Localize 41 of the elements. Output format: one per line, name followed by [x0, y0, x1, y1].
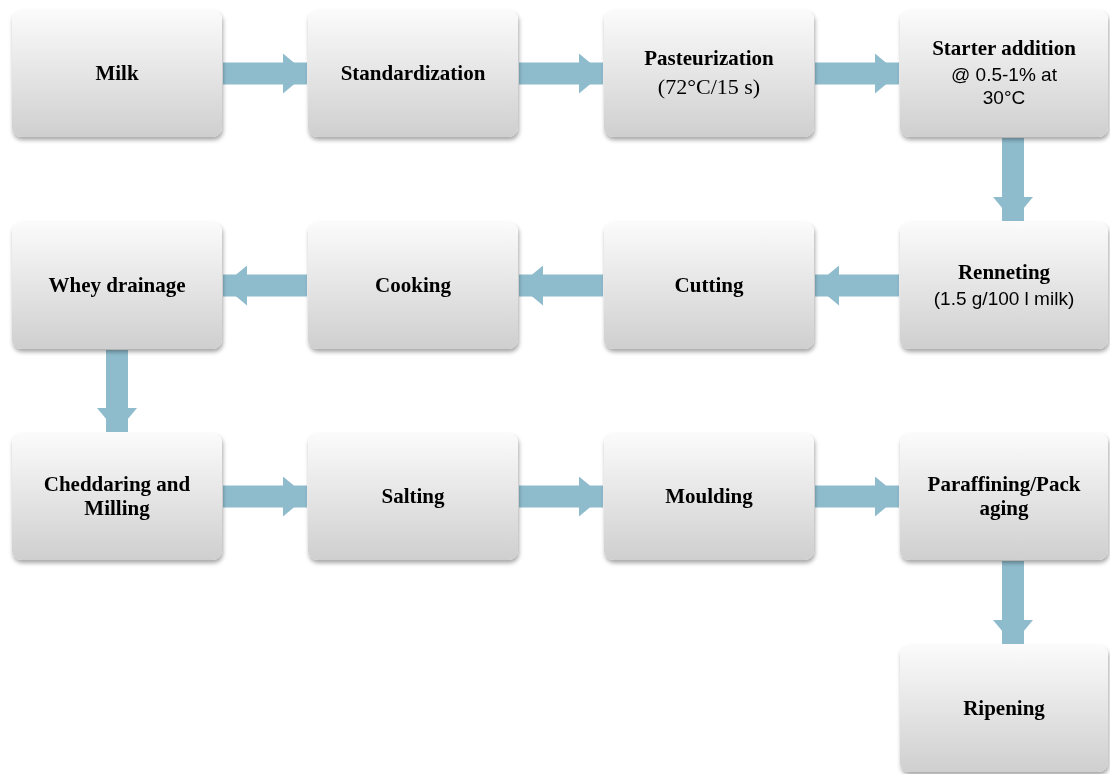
process-box	[604, 222, 814, 349]
process-box	[308, 10, 518, 137]
step-title: Standardization	[340, 61, 486, 86]
step-title: Milk	[95, 61, 139, 86]
process-box	[604, 10, 814, 137]
block-arrow	[223, 476, 307, 517]
step-detail: (1.5 g/100 l milk)	[933, 287, 1075, 311]
step-detail: (72°C/15 s)	[657, 73, 761, 101]
block-arrow	[993, 561, 1033, 644]
block-arrow	[519, 476, 603, 517]
block-arrow	[815, 53, 899, 94]
process-box	[900, 10, 1108, 137]
step-title: Cutting	[674, 273, 744, 298]
block-arrow	[993, 138, 1033, 221]
step-title: Ripening	[963, 696, 1045, 721]
process-box	[308, 433, 518, 560]
block-arrow	[223, 53, 307, 94]
step-title: Moulding	[665, 484, 753, 509]
block-arrow	[519, 53, 603, 94]
step-title: Starter addition	[932, 37, 1076, 61]
process-box	[900, 222, 1108, 349]
step-detail: @ 0.5-1% at 30°C	[950, 64, 1058, 110]
process-box	[12, 222, 222, 349]
process-box	[308, 222, 518, 349]
process-box	[12, 10, 222, 137]
step-title: Cheddaring and Milling	[42, 473, 192, 520]
step-title: Cooking	[375, 273, 451, 298]
block-arrow	[519, 265, 603, 306]
step-title: Renneting	[957, 260, 1051, 284]
block-arrow	[97, 350, 137, 432]
block-arrow	[815, 265, 899, 306]
step-title: Paraffining/Packaging	[926, 473, 1082, 520]
process-box	[604, 433, 814, 560]
block-arrow	[815, 476, 899, 517]
process-box	[900, 433, 1108, 560]
step-title: Pasteurization	[644, 46, 774, 70]
process-box	[12, 433, 222, 560]
step-title: Whey drainage	[48, 273, 186, 298]
step-title: Salting	[381, 484, 445, 509]
process-box	[900, 645, 1108, 772]
block-arrow	[223, 265, 307, 306]
